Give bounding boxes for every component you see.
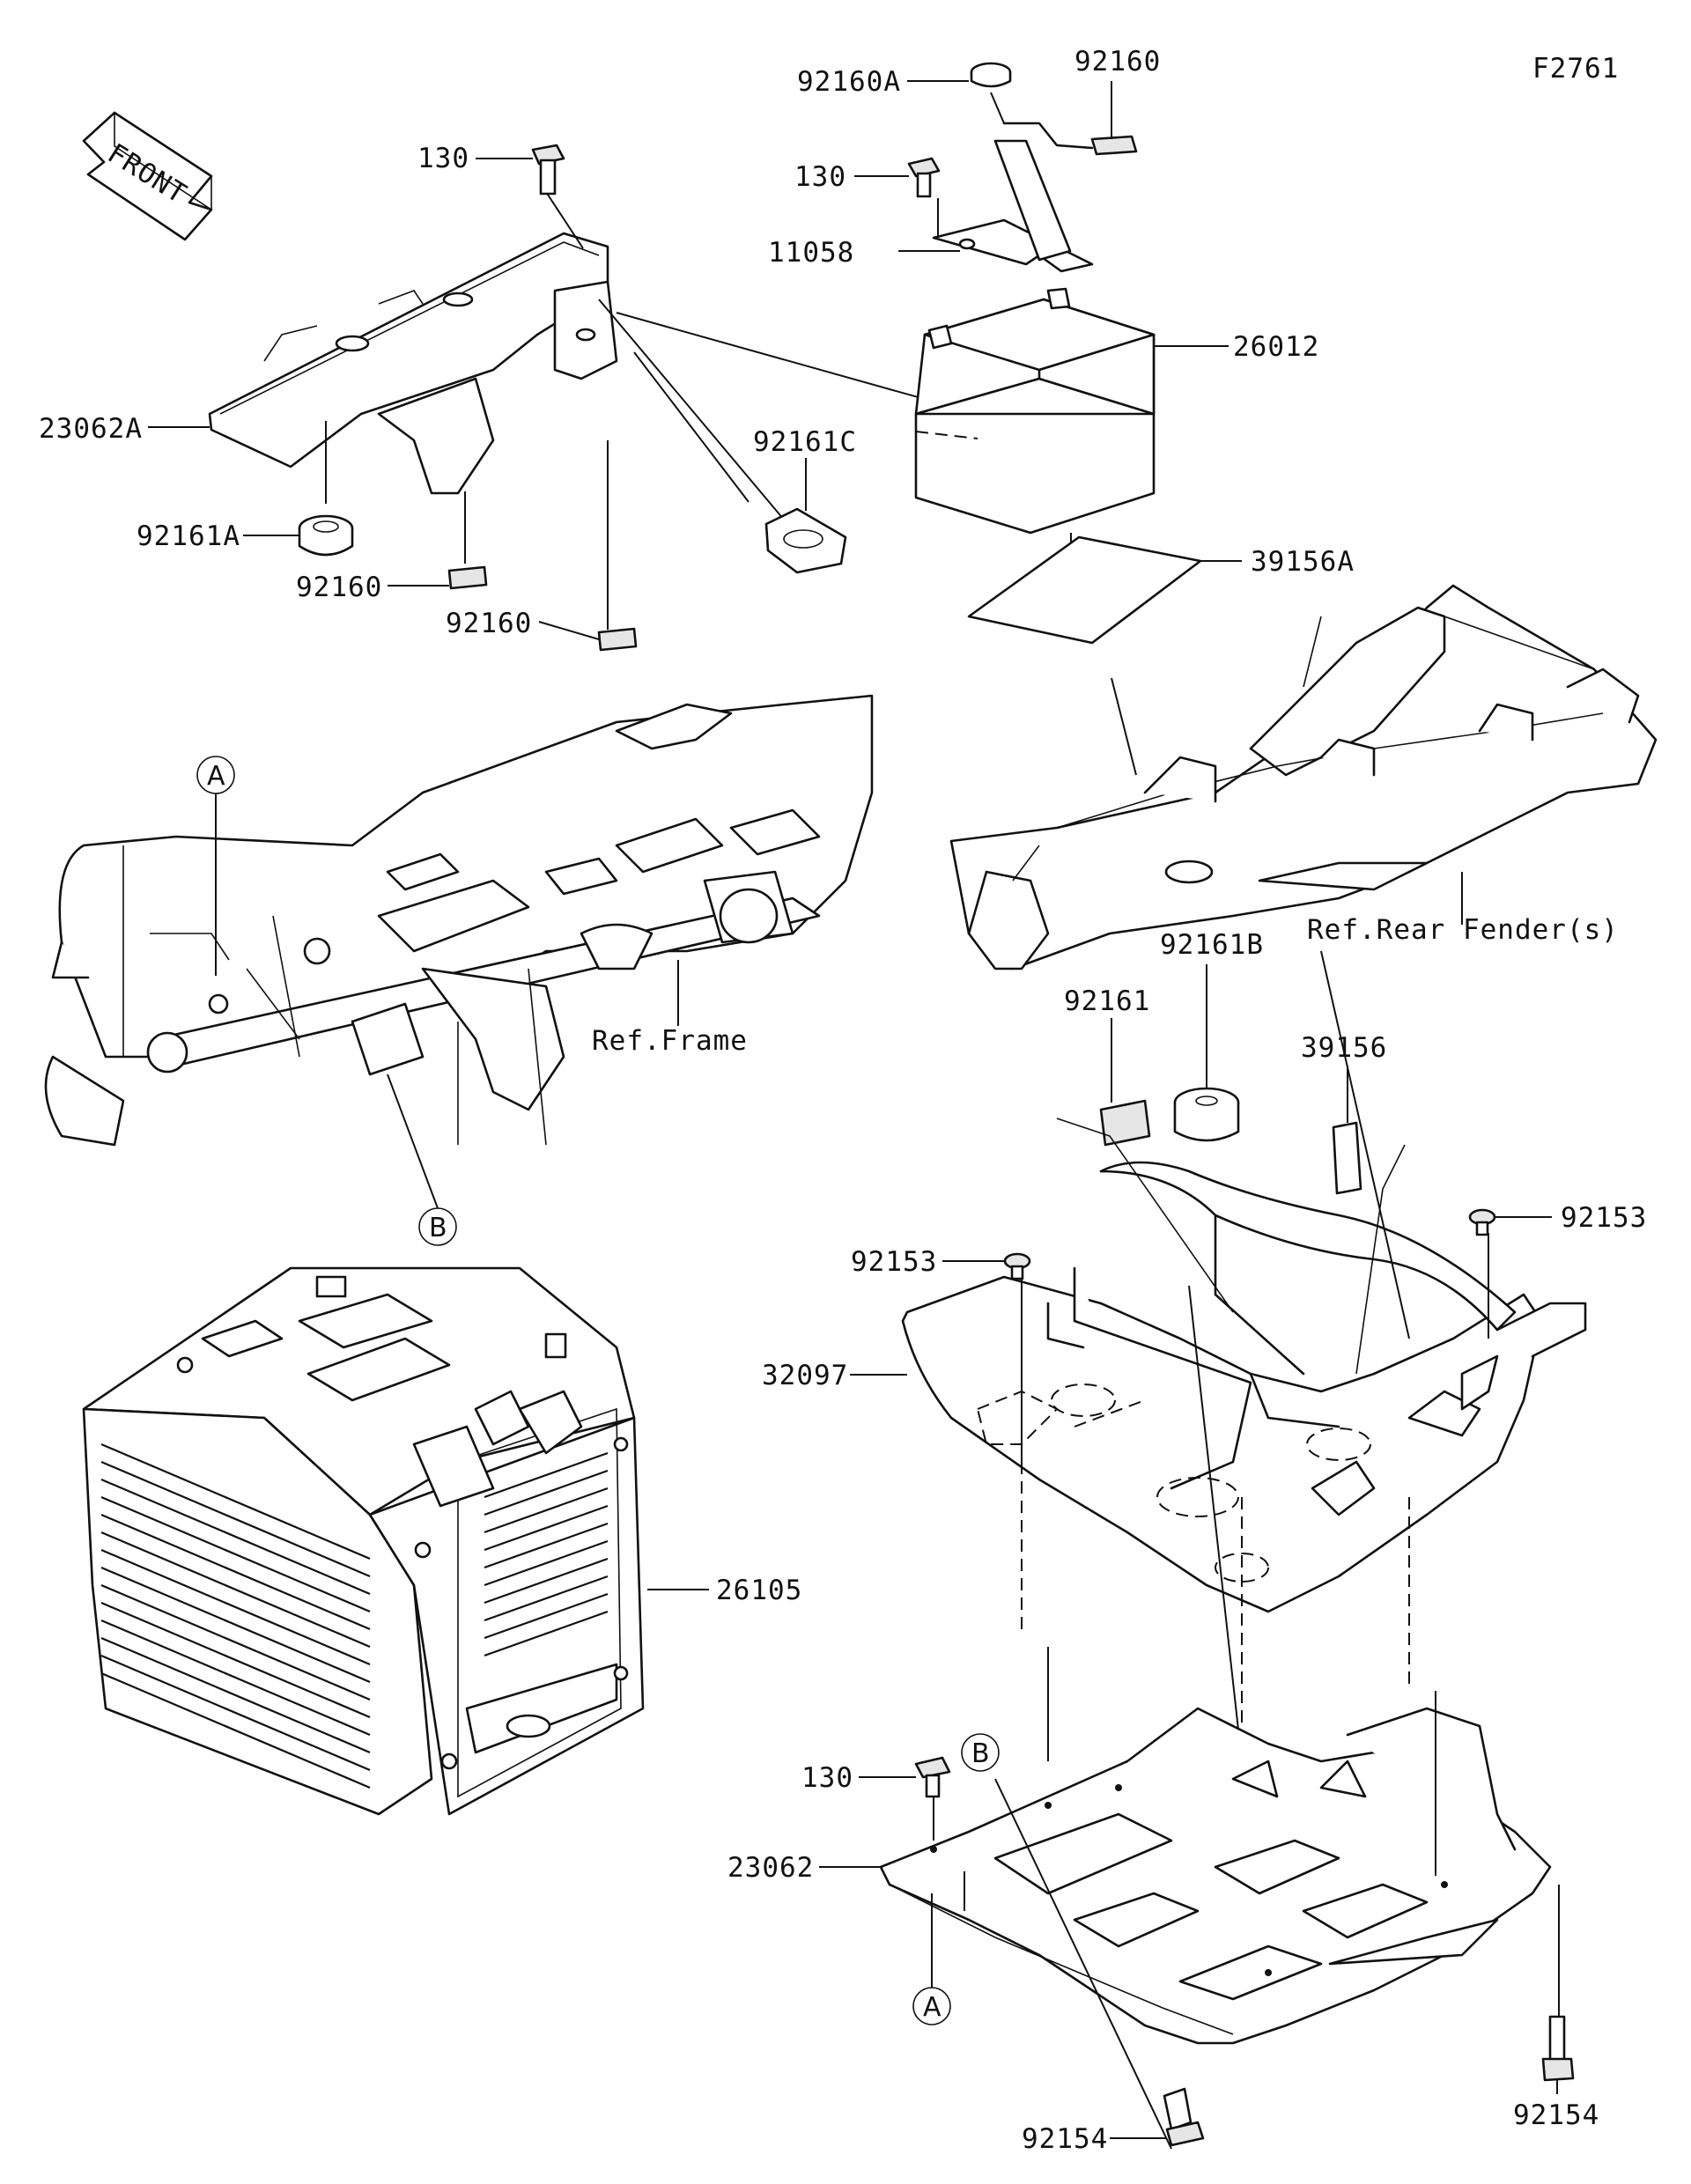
label-130-top: 130 <box>417 143 469 174</box>
battery-26012-drawing <box>914 287 1156 599</box>
battery-box-26105-drawing <box>82 1266 645 1816</box>
screw-92153-right-drawing <box>1468 1208 1496 1236</box>
rubber-92161b-drawing <box>1173 1087 1240 1142</box>
figure-code: F2761 <box>1532 53 1619 85</box>
label-26012: 26012 <box>1233 331 1319 363</box>
screw-92153-left-drawing <box>1003 1252 1031 1280</box>
label-11058: 11058 <box>768 237 854 269</box>
label-92160a: 92160A <box>797 66 901 98</box>
label-92161c: 92161C <box>753 426 857 458</box>
bolt-92154-right-drawing <box>1541 2015 1575 2082</box>
label-39156: 39156 <box>1301 1032 1387 1064</box>
label-92153-left: 92153 <box>851 1246 937 1278</box>
rear-fender-drawing <box>949 584 1658 970</box>
bolt-130-top-drawing <box>531 144 565 196</box>
bolt-92154-bottom-drawing <box>1163 2087 1205 2147</box>
rubber-92161-drawing <box>1056 1099 1234 1313</box>
bolt-130-strap-drawing <box>907 157 941 198</box>
label-92161: 92161 <box>1064 985 1150 1017</box>
rubber-92161c-drawing <box>764 507 847 574</box>
label-92161a: 92161A <box>137 520 240 552</box>
marker-a-frame: A <box>207 761 225 792</box>
tray-23062-drawing <box>879 1691 1560 2150</box>
label-92160-a: 92160 <box>296 572 382 603</box>
label-23062: 23062 <box>727 1852 814 1884</box>
label-92153-right: 92153 <box>1561 1202 1647 1234</box>
pad-39156-drawing <box>1332 1121 1406 1375</box>
pad-39156a-drawing <box>967 535 1202 645</box>
label-92161b: 92161B <box>1160 929 1264 961</box>
marker-b-tray: B <box>971 1738 990 1769</box>
label-130-bottom: 130 <box>801 1762 853 1794</box>
label-26105: 26105 <box>716 1575 802 1606</box>
front-arrow-icon: FRONT <box>82 111 213 241</box>
battery-case-32097-drawing <box>901 950 1587 1770</box>
bolt-130-bottom-drawing <box>914 1756 951 1798</box>
label-92154-bottom: 92154 <box>1022 2123 1108 2155</box>
label-23062a: 23062A <box>39 413 143 445</box>
pad-92160-a-drawing <box>447 565 488 590</box>
cooling-fins-left <box>100 1442 371 1789</box>
label-92154-right: 92154 <box>1513 2099 1599 2131</box>
label-32097: 32097 <box>762 1360 848 1391</box>
pad-92160-b-drawing <box>597 627 638 652</box>
ref-rear-fender: Ref.Rear Fender(s) <box>1307 914 1619 946</box>
label-92160-top: 92160 <box>1074 46 1161 77</box>
ref-frame: Ref.Frame <box>592 1025 748 1057</box>
grommet-92161a-drawing <box>298 514 354 557</box>
cooling-fins-front <box>484 1451 609 1657</box>
frame-drawing <box>44 694 874 1147</box>
label-92160-b: 92160 <box>446 608 532 639</box>
marker-b-frame: B <box>429 1213 447 1243</box>
strap-11058-drawing <box>932 62 1138 273</box>
bracket-23062a-drawing <box>208 191 978 630</box>
label-130-strap: 130 <box>794 161 846 193</box>
marker-a-tray: A <box>923 1992 941 2023</box>
label-39156a: 39156A <box>1251 546 1355 578</box>
